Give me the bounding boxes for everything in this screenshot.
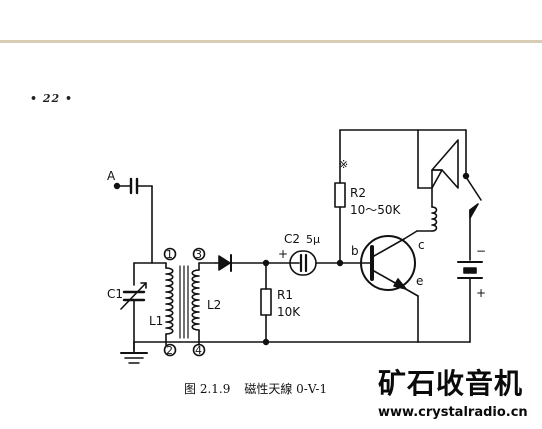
terminal-1 (163, 247, 177, 261)
coil-l2 (191, 262, 200, 346)
label-r1-name: R1 (277, 288, 293, 302)
figure-number: 图 2.1.9 (184, 382, 231, 396)
terminal-2 (163, 343, 177, 357)
label-r2-value: 10～50K (350, 203, 402, 217)
figure-title: 磁性天線 0-V-1 (244, 382, 328, 396)
earphone-coil (431, 187, 438, 232)
label-l2: L2 (207, 298, 221, 312)
resistor-r2 (334, 182, 346, 208)
label-emitter: e (416, 274, 423, 288)
earphone-speaker (417, 129, 459, 189)
label-collector: c (418, 238, 425, 252)
ground-symbol (120, 341, 148, 364)
power-switch (462, 129, 482, 261)
label-c1: C1 (107, 287, 123, 301)
label-antenna: A (107, 169, 116, 183)
label-c2-name: C2 (284, 232, 300, 246)
label-terminal-2: 2 (166, 344, 173, 357)
label-terminal-1: 1 (166, 248, 173, 261)
label-l1: L1 (149, 314, 163, 328)
label-r1-value: 10K (277, 305, 301, 319)
watermark-url: www.crystalradio.cn (378, 405, 528, 420)
label-r2-name: R2 (350, 186, 366, 200)
label-terminal-4: 4 (195, 344, 202, 357)
label-r2-mark: ※ (339, 158, 348, 171)
variable-capacitor-c1 (120, 282, 147, 351)
antenna-capacitor (113, 177, 153, 264)
page-header-band (0, 0, 542, 43)
terminal-4 (192, 343, 206, 357)
label-base: b (351, 244, 359, 258)
detector-diode (215, 254, 267, 272)
figure-caption: 图 2.1.9 磁性天線 0-V-1 (184, 380, 341, 397)
resistor-r1 (260, 288, 272, 316)
watermark-logo: 矿石收音机 (378, 367, 524, 400)
label-c2-value: 5μ (306, 233, 320, 246)
coupling-capacitor-c2 (265, 250, 341, 276)
label-battery-minus: − (476, 244, 486, 258)
battery (457, 261, 483, 343)
label-plus-left: + (278, 247, 288, 261)
label-battery-plus: + (476, 286, 486, 300)
coil-l1 (165, 262, 174, 346)
page-number: • 22 • (30, 92, 74, 105)
terminal-3 (192, 247, 206, 261)
transistor (360, 235, 416, 291)
label-terminal-3: 3 (195, 248, 202, 261)
